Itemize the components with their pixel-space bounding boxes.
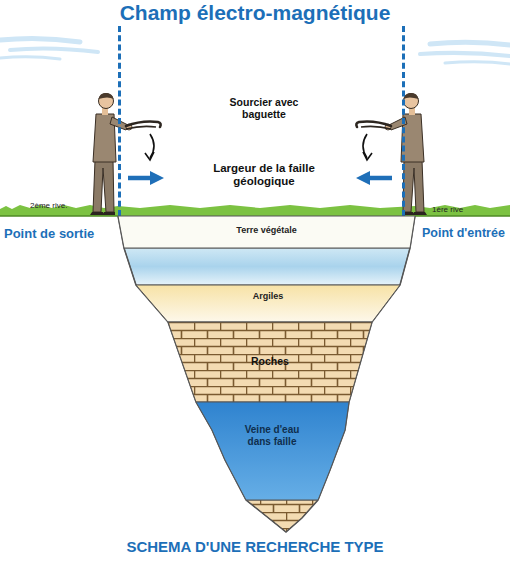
sky-streaks [0, 38, 510, 64]
water-vein: Veine d'eau dans faille [196, 402, 349, 500]
band-outline [168, 322, 372, 402]
entry-point-label: Point d'entrée [422, 226, 505, 240]
bank-label: 2ème rive. [30, 201, 67, 210]
band-shape [196, 402, 349, 500]
clay-band: Argiles [136, 285, 400, 322]
soil-band: Terre végétale [118, 216, 415, 248]
band-shape [136, 285, 400, 322]
layer-label: Roches [168, 355, 372, 367]
field-zone: Sourcier avec baguetteLargeur de la fail… [118, 26, 405, 216]
dowser-figure [90, 93, 161, 215]
layer-label: Argiles [136, 291, 400, 301]
layer-label: Terre végétale [118, 225, 415, 235]
diagram-title: Champ électro-magnétique [0, 1, 510, 25]
soil-layers [118, 216, 415, 532]
exit-point-label: Point de sortie [4, 226, 94, 241]
rock-band: Roches [168, 322, 372, 402]
band-outline [196, 402, 349, 500]
diagram-caption: SCHEMA D'UNE RECHERCHE TYPE [0, 538, 510, 555]
layer-label: Sourcier avec baguette [214, 96, 314, 120]
ground-grass [0, 205, 510, 216]
layer-label: Veine d'eau dans faille [232, 424, 312, 447]
bank-label: 1ère rive [432, 205, 463, 214]
layer-label: Largeur de la faille géologique [199, 162, 329, 188]
band-outline [118, 216, 415, 248]
dowser-figure [356, 93, 427, 215]
band-outline [136, 285, 400, 322]
